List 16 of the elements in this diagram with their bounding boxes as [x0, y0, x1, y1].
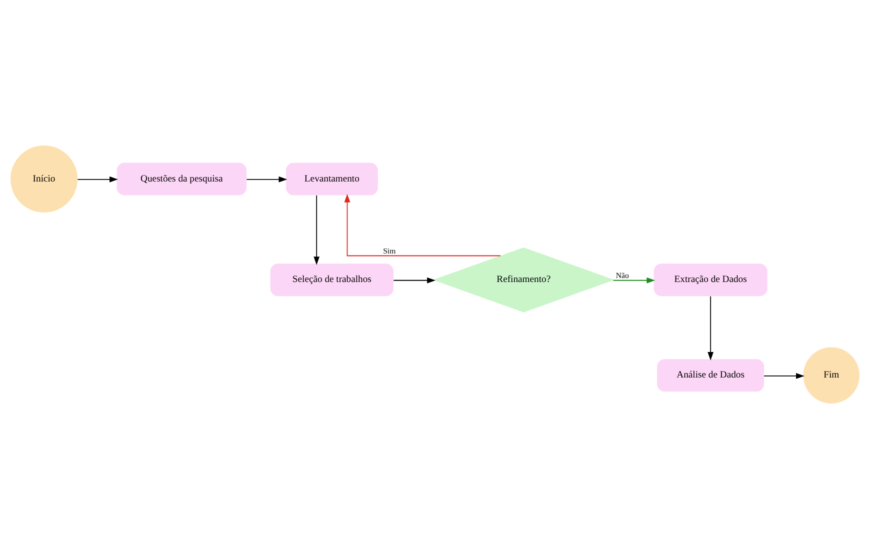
arrow — [344, 194, 501, 256]
arrow — [77, 176, 118, 182]
node-box: Levantamento — [286, 162, 378, 196]
arrow — [314, 194, 320, 265]
arrow — [764, 373, 804, 379]
node-diamond: Refinamento? — [432, 247, 614, 312]
node-box: Análise de Dados — [657, 359, 764, 392]
arrow — [393, 277, 436, 284]
arrow — [708, 296, 714, 360]
arrow — [246, 176, 288, 182]
node-box: Questões da pesquisa — [116, 162, 247, 196]
node-box: Seleção de trabalhos — [270, 264, 394, 296]
node-circle: Início — [10, 145, 78, 213]
node-box: Extração de Dados — [654, 264, 768, 296]
arrow — [612, 277, 656, 284]
node-circle: Fim — [803, 347, 860, 404]
